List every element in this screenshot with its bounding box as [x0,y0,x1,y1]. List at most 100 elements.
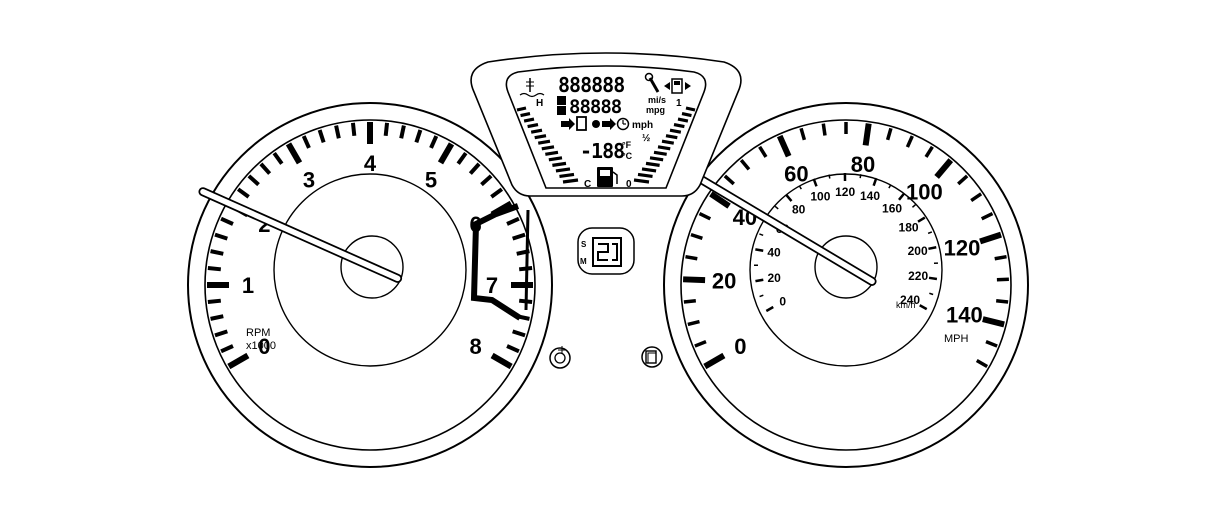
tach-label: 8 [470,334,482,359]
fuel-bar-segment [673,123,685,129]
kmh-tick [774,205,779,210]
kmh-label: 120 [835,185,855,199]
tach-minor-tick [301,135,311,149]
mph-major-tick [979,231,1002,245]
display-mode-button[interactable] [641,346,663,368]
temperature-cold-label: C [584,179,591,190]
mph-major-tick [776,134,792,158]
kmh-label: 0 [779,295,786,309]
trip-digits: 88888 [569,96,622,118]
mph-label: 0 [734,334,746,359]
display-mode-knob[interactable] [641,346,663,368]
mph-minor-tick [685,254,698,261]
fuel-empty-label: 0 [626,179,632,190]
speedometer-face-ring [680,119,1012,451]
tach-minor-tick [456,151,468,165]
kmh-label: 160 [882,201,902,215]
tach-minor-tick [210,249,224,256]
kmh-tick [928,246,937,251]
mph-major-tick [682,276,706,284]
fuel-bar-segment [637,172,653,179]
tach-minor-tick [512,232,526,241]
fuel-bar-segment [669,128,682,134]
gear-position-indicator: S M [577,227,635,275]
mph-major-tick [982,316,1005,328]
mph-minor-tick [994,254,1007,261]
trip-reset-button[interactable] [549,346,571,369]
kmh-tick [928,276,938,281]
center-display: 888888 88888 mi/s mpg mph [470,52,742,197]
mph-label: 80 [851,152,875,177]
kmh-tick [927,231,933,235]
fuel-bar-segment [681,111,692,118]
dot-indicator-icon [592,120,600,128]
speedometer-needle [684,167,877,286]
tach-minor-tick [214,329,228,338]
fuel-level-bar-graph [633,106,696,184]
temp-bar-segment [523,117,535,123]
temperature-hot-label: H [536,98,543,109]
tachometer-redline-zone-inner [524,209,530,311]
fuel-bar-segment [633,178,650,184]
kmh-label: 180 [899,220,919,234]
fuel-bar-segment [645,161,660,167]
kmh-label: 80 [792,202,806,216]
mph-label: 20 [712,269,736,294]
kmh-label: 20 [767,271,781,285]
kmh-tick [812,178,818,187]
tach-minor-tick [259,162,272,175]
kmh-tick [785,194,793,202]
tach-minor-tick [220,216,234,226]
tach-major-tick [227,352,250,370]
kmh-tick [759,294,764,298]
temp-bar-segment [520,111,531,118]
kmh-tick [828,174,831,179]
gear-s-label: S [581,240,587,249]
tach-minor-tick [207,265,222,272]
kmh-label: 240 [900,293,920,307]
kmh-label: 40 [767,246,781,260]
tach-minor-tick [468,162,481,175]
kmh-tick [898,192,905,201]
mph-minor-tick [924,145,934,158]
tach-label: 5 [425,167,437,192]
fuel-bar-segment [657,145,671,151]
mph-label: 60 [784,162,808,187]
temp-bar-segment [530,128,543,134]
tachometer-unit-x1000: x1000 [246,340,276,352]
mph-minor-tick [723,174,735,186]
kmh-tick [929,292,934,296]
tach-minor-tick [207,298,222,305]
mph-minor-tick [690,232,703,241]
fuel-full-label: 1 [676,98,682,109]
speedometer-mph-ticks [682,122,1009,370]
trip-reset-knob[interactable] [549,347,571,369]
mph-label: 120 [944,235,981,260]
gear-digit-icon [592,237,622,267]
mph-minor-tick [995,299,1009,304]
tach-minor-tick [236,187,250,199]
tach-label: 4 [364,151,377,176]
fuel-bar-segment [685,106,696,112]
mph-minor-tick [905,135,914,148]
tach-minor-tick [414,129,423,143]
fuel-half-label: ½ [642,133,650,144]
mph-minor-tick [885,127,893,141]
mph-minor-tick [957,174,969,186]
tach-label: 6 [470,212,482,237]
tachometer-redline-zone [470,203,522,321]
tach-minor-tick [350,122,357,137]
warning-indicator-row [561,116,630,131]
temperature-unit-c: °C [622,151,633,161]
tachometer-face-ring [204,119,536,451]
temp-bar-segment [562,178,579,184]
tach-minor-tick [506,344,520,354]
tach-minor-tick [272,151,284,165]
temp-bar-segment [559,172,575,179]
tach-label: 3 [303,167,315,192]
kmh-label: 140 [860,189,880,203]
